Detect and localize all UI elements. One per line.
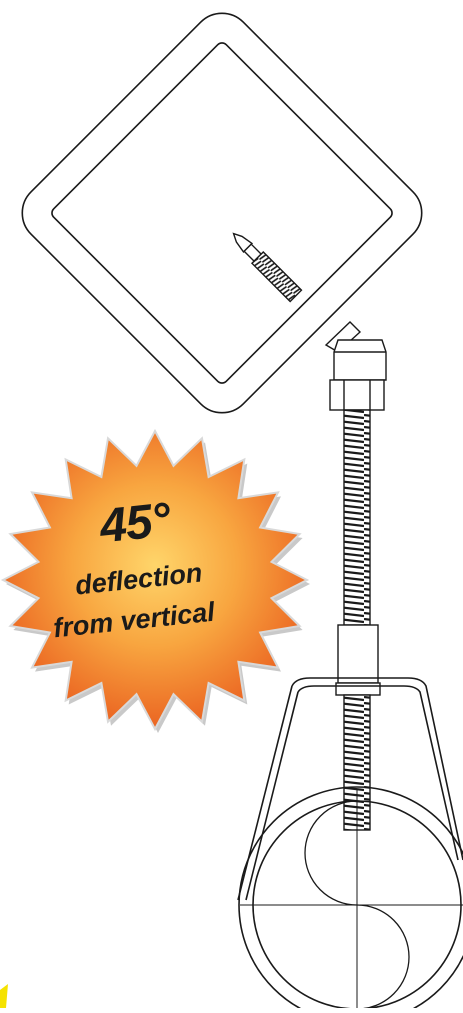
starburst-badge <box>0 428 310 733</box>
badge-burst <box>0 428 310 732</box>
threaded-rod <box>343 409 371 626</box>
clevis-outer-left <box>237 685 293 901</box>
nut-upper <box>329 379 385 411</box>
beam-inner-edge <box>51 42 393 384</box>
coupling-body <box>337 624 379 684</box>
pipe <box>238 786 463 1013</box>
coupling <box>335 624 381 696</box>
corner-mark <box>0 984 8 1008</box>
swivel-bracket <box>324 321 387 411</box>
clevis-inner-top <box>297 685 459 861</box>
screw <box>232 232 303 303</box>
clevis-hanger <box>237 677 463 901</box>
bracket-cap <box>333 339 387 381</box>
clevis-inner-left <box>245 691 299 901</box>
bracket-tab <box>324 321 362 353</box>
pipe-outer <box>238 786 463 1013</box>
beam-outer-edge <box>21 12 423 414</box>
badge-degrees: 45° <box>97 493 173 554</box>
coupling-washer <box>335 682 381 696</box>
clevis-outer-top <box>291 677 463 861</box>
beam-diamond <box>21 12 423 414</box>
screw-threads <box>250 250 303 303</box>
